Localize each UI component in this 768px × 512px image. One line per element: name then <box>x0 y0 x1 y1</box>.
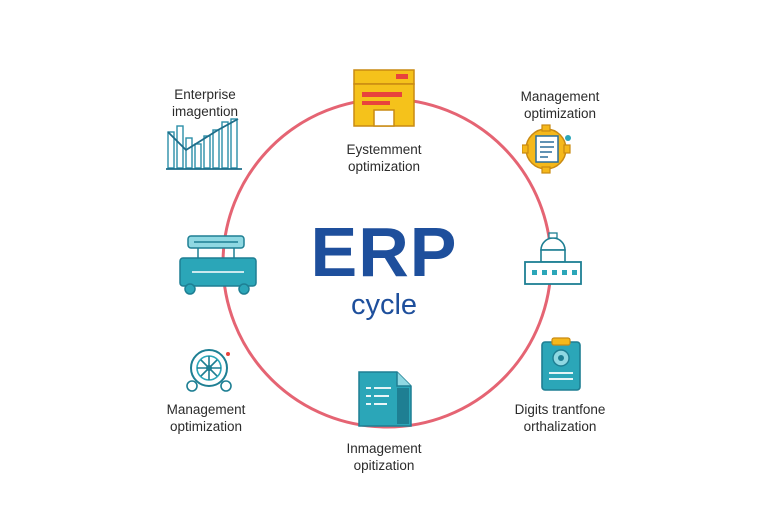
node-label-bottom-left: Management optimization <box>166 402 246 434</box>
node-label-top: Eystemment optimization <box>346 142 422 174</box>
clipboard-icon <box>540 336 582 397</box>
node-label-top-right: Management optimization <box>520 89 600 121</box>
node-label-top-left: Enterprise imagention <box>171 87 239 119</box>
dome-building-icon <box>522 228 584 293</box>
document-icon <box>357 370 413 433</box>
building-icon <box>352 68 416 133</box>
center-subtitle: cycle <box>350 289 418 321</box>
gear-document-icon <box>521 124 574 179</box>
node-label-bottom-right: Digits trantfone orthalization <box>514 402 606 434</box>
conveyor-icon <box>178 234 258 301</box>
node-label-bottom: Inmagement opitization <box>346 441 422 473</box>
bar-chart-icon <box>166 116 246 177</box>
fan-gear-icon <box>186 346 236 399</box>
center-title: ERP <box>310 213 458 291</box>
